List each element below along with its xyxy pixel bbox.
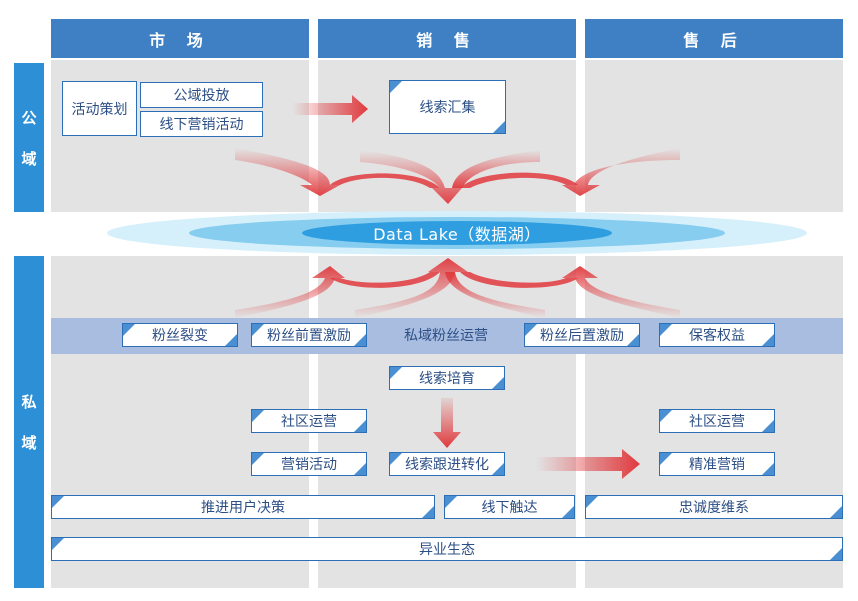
arrow-to-lead-collection [292,95,368,123]
data-lake-inner [302,221,612,245]
side-private-char-2: 域 [21,434,37,452]
side-private-char-1: 私 [21,393,37,411]
loyalty-box: 忠诚度维系 [585,495,843,519]
community-ops-right-box: 社区运营 [659,409,775,433]
retention-benefits-box: 保客权益 [659,323,775,347]
lead-collection-box: 线索汇集 [389,80,506,134]
fan-post-incentive-box: 粉丝后置激励 [524,323,640,347]
fan-pre-incentive-box: 粉丝前置激励 [251,323,367,347]
lead-conversion-box: 线索跟进转化 [389,452,505,476]
community-ops-left-box: 社区运营 [251,409,367,433]
private-fan-ops-label: 私域粉丝运营 [404,328,488,344]
activity-planning-box: 活动策划 [62,81,137,136]
offline-reach-box: 线下触达 [444,495,575,519]
fan-down-arrows [235,148,340,196]
lead-nurturing-box: 线索培育 [389,366,505,390]
side-label-public: 公 域 [14,63,44,212]
data-lake-label: Data Lake（数据湖） [373,225,541,244]
precision-marketing-box: 精准营销 [659,452,775,476]
fan-up-arrows [235,266,345,318]
fan-fission-box: 粉丝裂变 [122,323,238,347]
header-market: 市 场 [51,19,309,58]
ecosystem-box: 异业生态 [51,537,843,561]
marketing-activity-box: 营销活动 [251,452,367,476]
arrow-down-to-conversion [433,398,461,448]
public-placement-box: 公域投放 [140,82,263,108]
arrow-to-precision-marketing [536,449,640,479]
offline-marketing-box: 线下营销活动 [140,111,263,137]
header-after-sales: 售 后 [585,19,843,58]
side-label-private: 私 域 [14,256,44,588]
side-public-char-2: 域 [21,149,37,168]
header-sales: 销 售 [318,19,576,58]
decision-push-box: 推进用户决策 [51,495,435,519]
side-public-char-1: 公 [21,108,37,127]
